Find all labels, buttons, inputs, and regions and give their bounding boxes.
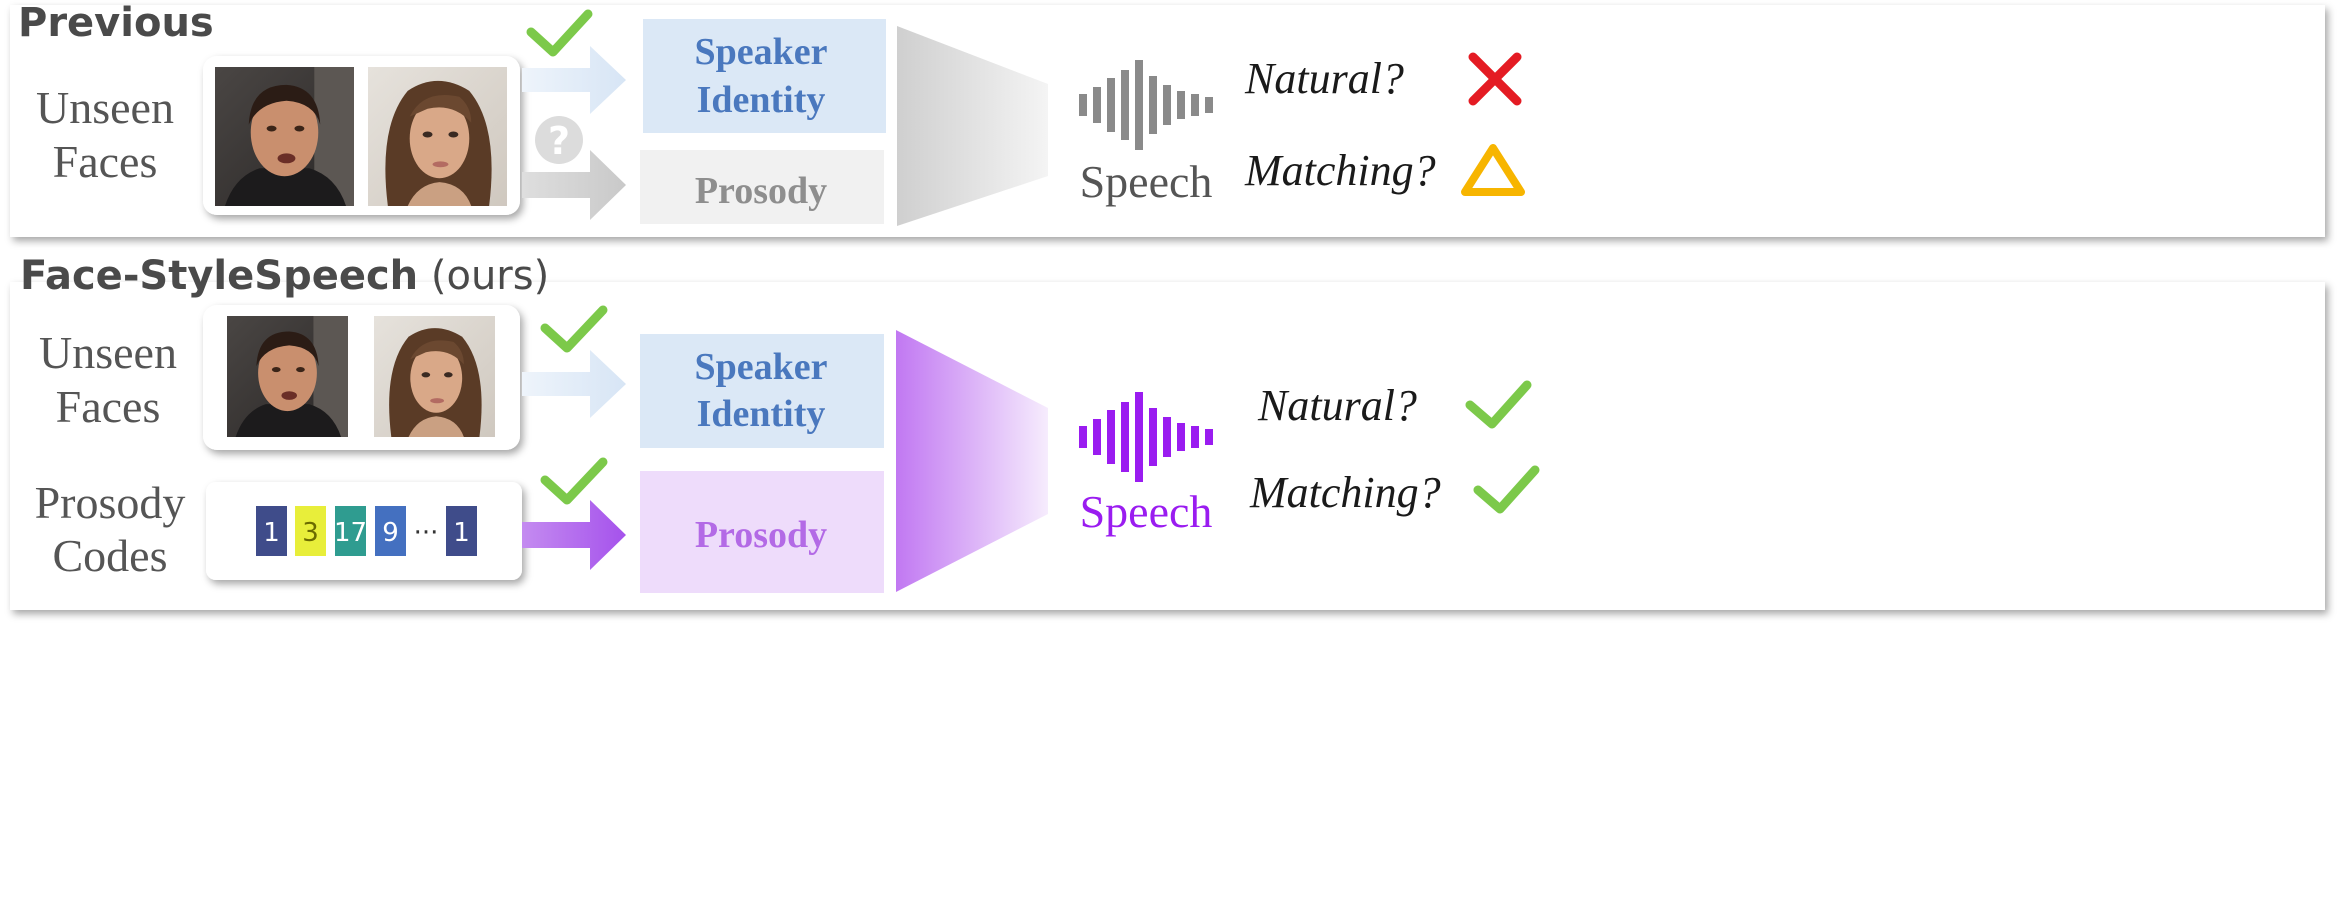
unseen-faces-label-line2: Faces bbox=[53, 136, 158, 187]
speech-waveform-purple-icon bbox=[1079, 392, 1213, 482]
waveform-bar bbox=[1163, 417, 1171, 457]
question-icon: ? bbox=[535, 116, 583, 164]
prosody-code-value: 9 bbox=[382, 518, 399, 548]
waveform-bar bbox=[1121, 70, 1129, 140]
decoder-funnel-gray bbox=[897, 26, 1048, 226]
woman-face-photo-2 bbox=[374, 316, 495, 437]
speaker-identity-box-2 bbox=[640, 334, 884, 448]
decoder-funnel-purple bbox=[896, 330, 1048, 592]
prosody-box-purple bbox=[640, 471, 884, 593]
speech-label-purple: Speech bbox=[1080, 486, 1213, 537]
unseen-faces-label-line1: Unseen bbox=[36, 82, 174, 133]
previous-panel: Previous Unseen Faces ? Speaker Identity… bbox=[10, 0, 2325, 237]
prosody-code-value: 1 bbox=[263, 518, 280, 548]
red-x-icon bbox=[1468, 52, 1522, 106]
prosody-code-value: 3 bbox=[302, 518, 319, 548]
matching-question: Matching? bbox=[1244, 146, 1436, 195]
speaker-identity-2-line2: Identity bbox=[697, 393, 826, 435]
speaker-identity-2-line1: Speaker bbox=[695, 346, 828, 388]
waveform-bar bbox=[1163, 85, 1171, 125]
waveform-bar bbox=[1149, 76, 1157, 134]
unseen-faces-label2-line2: Faces bbox=[56, 381, 161, 432]
prosody-code-chip bbox=[256, 506, 287, 556]
waveform-bar bbox=[1079, 94, 1087, 116]
prosody-code-value: 1 bbox=[453, 518, 470, 548]
prosody-code-chip bbox=[375, 506, 406, 556]
waveform-bar bbox=[1177, 423, 1185, 451]
speaker-check-icon bbox=[526, 9, 593, 57]
waveform-bar bbox=[1135, 60, 1143, 150]
waveform-bar bbox=[1205, 429, 1213, 445]
speech-label-gray: Speech bbox=[1080, 156, 1213, 207]
waveform-bar bbox=[1177, 91, 1185, 119]
waveform-bar bbox=[1191, 94, 1199, 116]
speaker-check-icon-2 bbox=[540, 305, 608, 353]
matching-check-icon bbox=[1473, 465, 1540, 514]
prosody-code-chip bbox=[446, 506, 477, 556]
speaker-identity-line1: Speaker bbox=[695, 31, 828, 73]
prosody-code-chip bbox=[295, 506, 326, 556]
waveform-bar bbox=[1107, 78, 1115, 132]
speaker-arrow-2 bbox=[522, 350, 626, 418]
man-face-photo-2 bbox=[227, 316, 348, 437]
question-mark: ? bbox=[548, 119, 570, 163]
waveform-bar bbox=[1191, 426, 1199, 448]
speech-waveform-gray-icon bbox=[1079, 60, 1213, 150]
matching-question-2: Matching? bbox=[1249, 468, 1441, 517]
natural-question: Natural? bbox=[1244, 54, 1404, 103]
man-face-photo bbox=[215, 67, 354, 206]
ours-panel: Face-StyleSpeech (ours) Unseen Faces Pro… bbox=[10, 253, 2325, 610]
prosody-codes-label-line2: Codes bbox=[53, 530, 168, 581]
waveform-bar bbox=[1093, 87, 1101, 123]
waveform-bar bbox=[1107, 410, 1115, 464]
prosody-check-icon bbox=[540, 457, 608, 505]
prosody-code-value: 17 bbox=[334, 518, 367, 548]
speaker-identity-line2: Identity bbox=[697, 79, 826, 121]
waveform-bar bbox=[1205, 97, 1213, 113]
speaker-identity-box bbox=[643, 19, 886, 133]
unseen-faces-label2-line1: Unseen bbox=[39, 327, 177, 378]
prosody-box-purple-label: Prosody bbox=[695, 514, 827, 556]
prosody-box-gray bbox=[640, 150, 884, 224]
waveform-bar bbox=[1093, 419, 1101, 455]
prosody-code-value: ··· bbox=[414, 518, 439, 548]
natural-question-2: Natural? bbox=[1257, 381, 1417, 430]
prosody-arrow-gray bbox=[522, 150, 626, 220]
waveform-bar bbox=[1079, 426, 1087, 448]
prosody-codes-label-line1: Prosody bbox=[35, 477, 186, 528]
ours-title-suffix: (ours) bbox=[418, 253, 549, 299]
waveform-bar bbox=[1149, 408, 1157, 466]
waveform-bar bbox=[1121, 402, 1129, 472]
yellow-triangle-icon bbox=[1461, 144, 1525, 196]
natural-check-icon bbox=[1465, 380, 1532, 429]
waveform-bar bbox=[1135, 392, 1143, 482]
prosody-arrow-purple bbox=[522, 500, 626, 570]
speaker-arrow bbox=[522, 46, 626, 114]
ours-title-bold: Face-StyleSpeech bbox=[20, 253, 418, 299]
woman-face-photo bbox=[368, 67, 507, 206]
prosody-code-chip bbox=[335, 506, 366, 556]
prosody-box-label: Prosody bbox=[695, 170, 827, 212]
previous-title: Previous bbox=[18, 0, 214, 46]
ours-title: Face-StyleSpeech (ours) bbox=[20, 253, 549, 299]
